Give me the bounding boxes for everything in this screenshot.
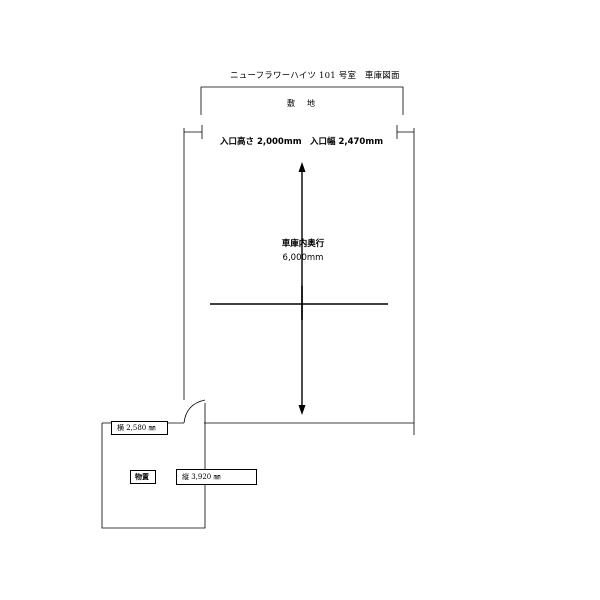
entrance-right-tick [396,125,415,139]
garage-depth-value: 6,000mm [282,253,324,263]
depth-arrow-head-bottom [298,405,306,415]
lot-bracket [200,86,404,115]
entrance-height-label: 入口高さ 2,000mm [220,137,302,147]
storage-label: 物置 [130,470,156,484]
garage-depth-label: 車庫内奥行 [281,239,325,249]
storage-width-label: 横 2,580 ㎜ [111,421,168,435]
entrance-left-tick [183,125,203,139]
storage-door-swing [183,399,206,424]
depth-arrow-head-top [298,162,306,172]
storage-length-label: 縦 3,920 ㎜ [176,469,257,485]
drawing-title: ニューフラワーハイツ 101 号室 車庫図面 [230,71,400,81]
entrance-width-label: 入口幅 2,470mm [310,137,384,147]
lot-label: 敷 地 [287,99,317,108]
